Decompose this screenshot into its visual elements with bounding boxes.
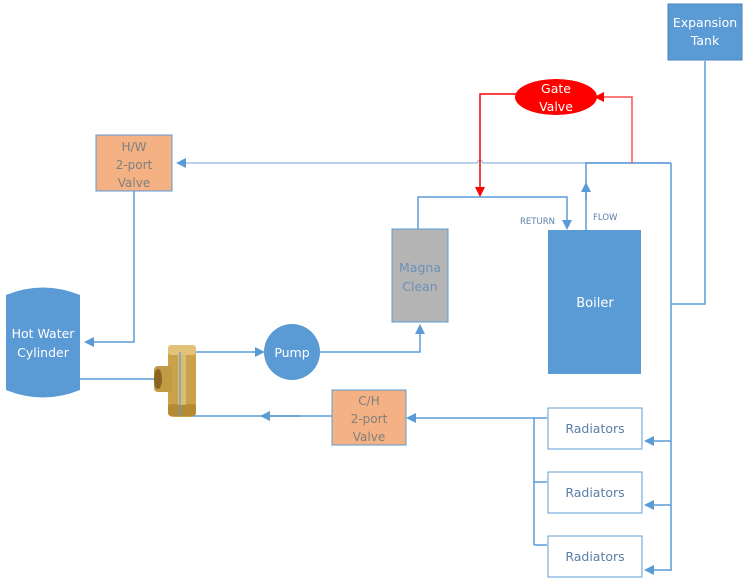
ch-2-port-valve[interactable]: C/H 2-port Valve [331, 389, 407, 446]
pipe-gate-valve-return [475, 93, 516, 197]
radiators-3[interactable]: Radiators [547, 535, 643, 578]
gate-valve[interactable]: Gate Valve [515, 79, 597, 115]
pipe-expansion-tank [671, 61, 706, 305]
pipe-boiler-flow [585, 162, 671, 230]
expansion-tank[interactable]: Expansion Tank [667, 3, 743, 61]
cylinder-label-2: Cylinder [17, 345, 70, 360]
hot-water-cylinder[interactable]: Hot Water Cylinder [6, 287, 80, 398]
pump-label: Pump [274, 345, 309, 360]
radiators-2-label: Radiators [565, 485, 624, 500]
flow-label: FLOW [593, 213, 618, 223]
magna-clean-label-2: Clean [402, 279, 437, 294]
magna-clean-label-1: Magna [399, 260, 441, 275]
radiators-1-label: Radiators [565, 421, 624, 436]
magna-clean[interactable]: Magna Clean [391, 228, 449, 323]
ch-valve-label-1: C/H [358, 394, 379, 408]
radiators-2[interactable]: Radiators [547, 471, 643, 514]
gate-valve-label-1: Gate [541, 81, 571, 96]
radiators-3-label: Radiators [565, 549, 624, 564]
ch-valve-label-2: 2-port [351, 412, 388, 426]
cylinder-label-1: Hot Water [12, 326, 76, 341]
expansion-tank-label-1: Expansion [673, 15, 737, 30]
boiler[interactable]: Boiler [548, 230, 641, 374]
pipe-pump-to-magna [320, 324, 425, 353]
ch-valve-label-3: Valve [353, 430, 385, 444]
hw-valve-label-2: 2-port [116, 158, 153, 172]
boiler-label: Boiler [576, 296, 614, 311]
radiators-1[interactable]: Radiators [547, 407, 643, 450]
expansion-tank-label-2: Tank [690, 33, 720, 48]
pipe-magna-to-boiler-return [417, 196, 572, 230]
pump[interactable]: Pump [264, 324, 320, 380]
hw-valve-label-3: Valve [118, 176, 150, 190]
pipe-hw-valve-to-cylinder [84, 190, 135, 347]
gate-valve-label-2: Valve [539, 99, 573, 114]
hw-valve-label-1: H/W [122, 140, 147, 154]
pipe-radiator-returns [533, 417, 547, 546]
pipe-gate-valve-out [594, 92, 633, 163]
hw-2-port-valve[interactable]: H/W 2-port Valve [95, 134, 173, 192]
tee-fitting-icon [154, 345, 196, 417]
return-label: RETURN [520, 217, 555, 227]
